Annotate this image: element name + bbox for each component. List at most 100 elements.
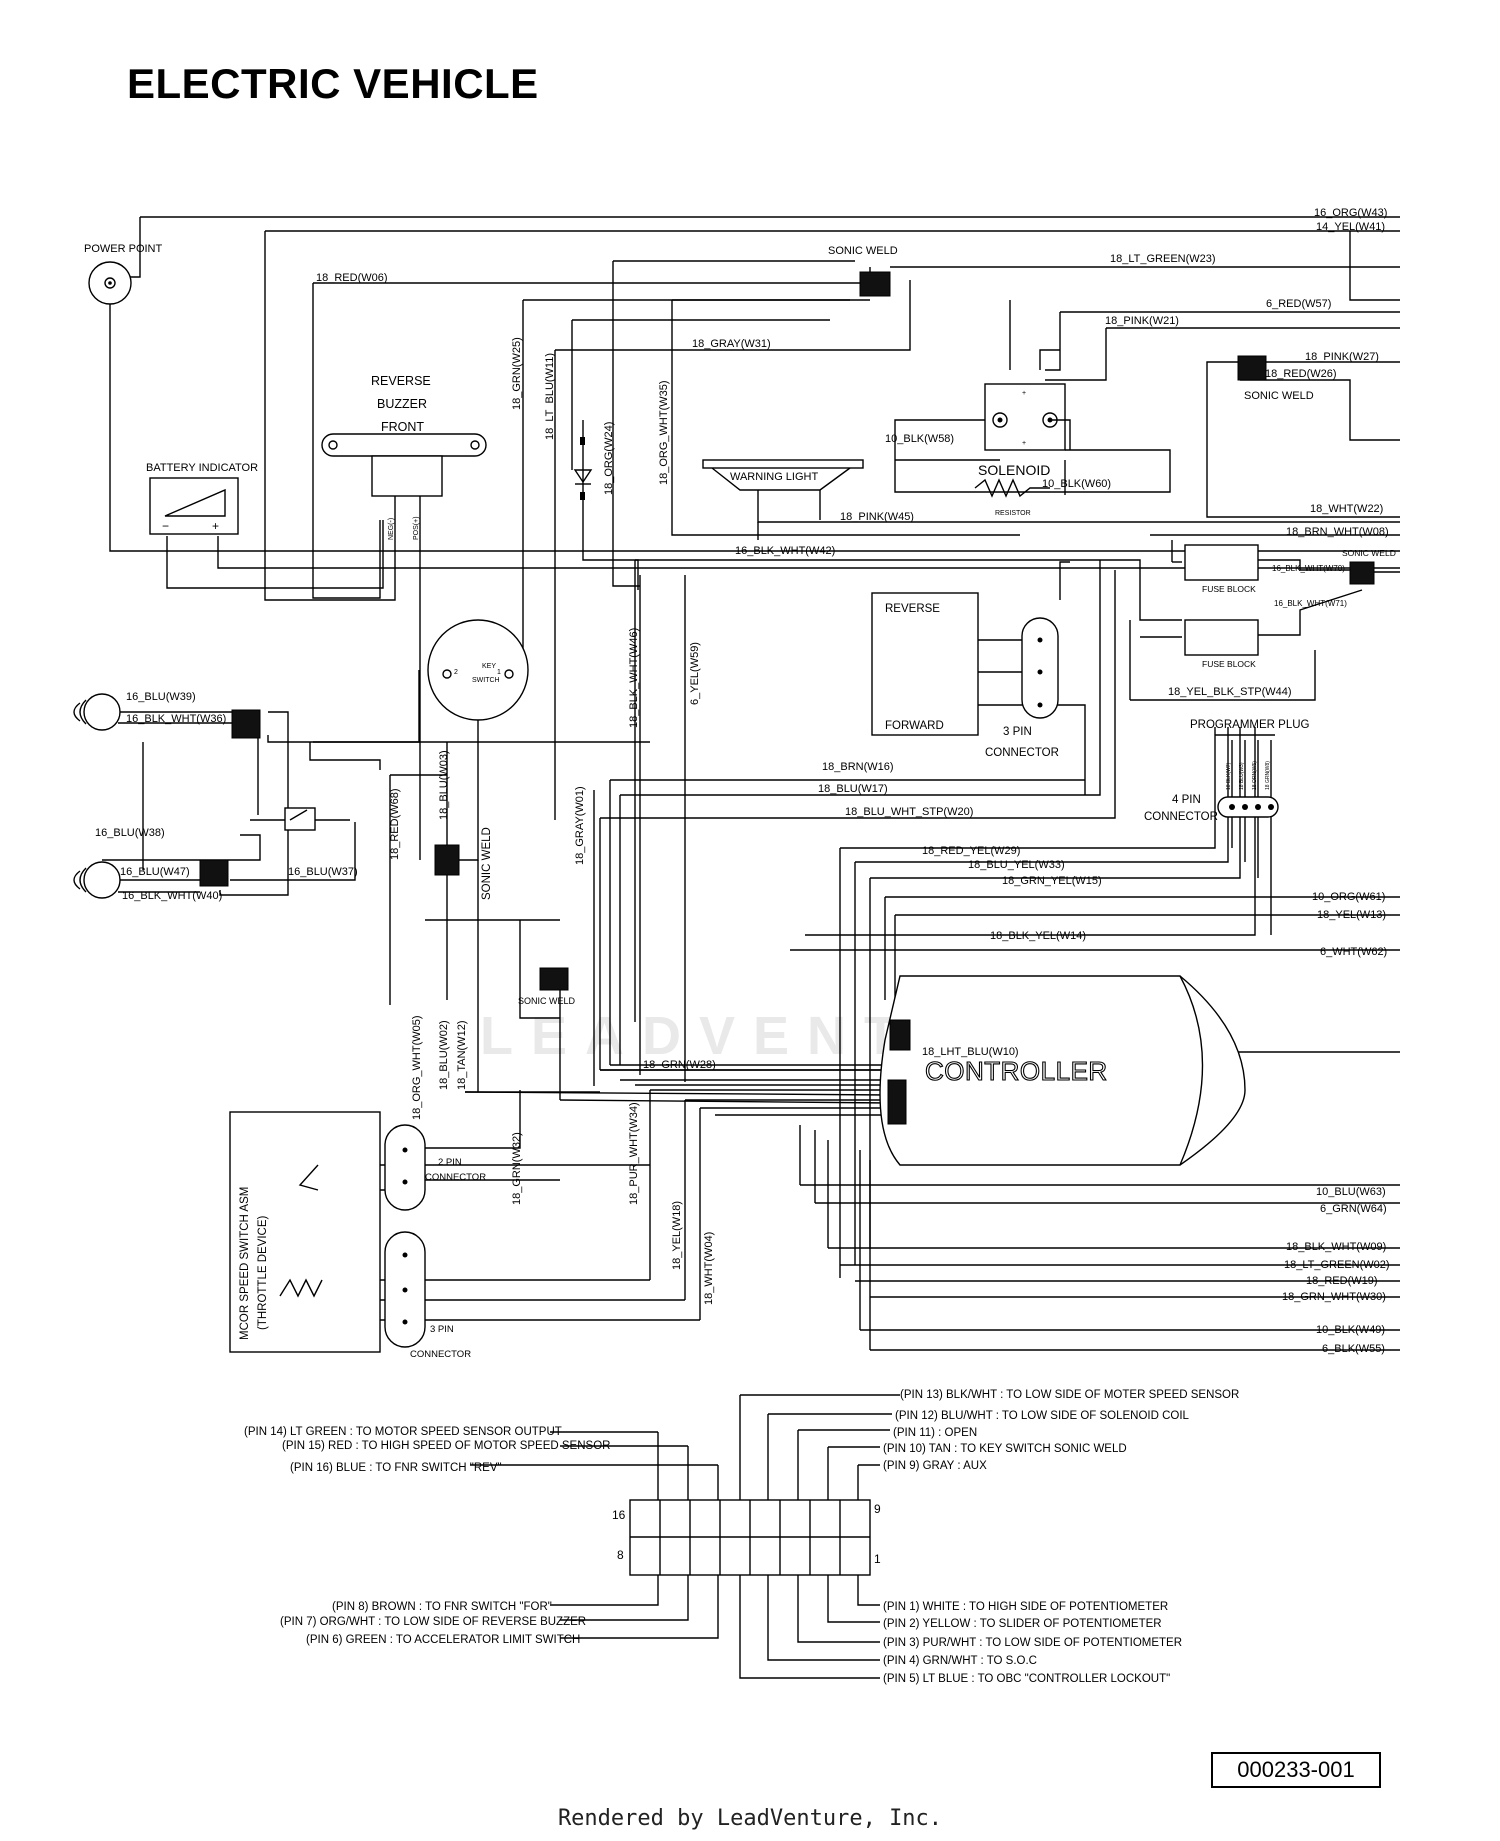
wire-label-w28: 18_GRN(W28): [643, 1059, 716, 1071]
pinout-pin-9: (PIN 9) GRAY : AUX: [883, 1460, 987, 1472]
wire-label-w05: 18_ORG_WHT(W05): [411, 1015, 423, 1120]
wire-label-w19: 18_RED(W19): [1306, 1275, 1378, 1287]
fuse-blocks: FUSE BLOCK FUSE BLOCK SONIC WELD: [1184, 544, 1396, 669]
render-credit: Rendered by LeadVenture, Inc.: [557, 1806, 943, 1831]
wire-label-w14: 18_BLK_YEL(W14): [990, 930, 1086, 942]
wire-label-w15: 18_GRN_YEL(W15): [1002, 875, 1102, 887]
buzzer-label-front: FRONT: [381, 420, 424, 434]
controller: CONTROLLER: [879, 975, 1246, 1166]
key-switch: 2 1 KEY SWITCH: [427, 619, 529, 721]
warning-light-label: WARNING LIGHT: [730, 471, 818, 483]
wire-label-w02: 18_BLU(W02): [438, 1020, 450, 1090]
fnr-reverse-label: REVERSE: [885, 603, 940, 615]
wire-label-w38: 16_BLU(W38): [95, 827, 165, 839]
wire-label-w03: 18_BLU(W03): [438, 750, 450, 820]
four-pin-label-1: 4 PIN: [1172, 794, 1201, 806]
wire-label-w08: 18_BRN_WHT(W08): [1286, 526, 1389, 538]
wire-label-w59: 6_YEL(W59): [689, 642, 701, 705]
wire-labels: 16_ORG(W43) 14_YEL(W41) 18_RED(W06) 18_L…: [95, 207, 1390, 1355]
sonic-weld-top-label: SONIC WELD: [828, 245, 898, 257]
pin-number-8: 8: [617, 1548, 624, 1562]
programmer-plug: PROGRAMMER PLUG 18 BLK(W7) 18 BLU(W3) 18…: [1144, 719, 1310, 935]
fnr-forward-label: FORWARD: [885, 720, 944, 732]
sonic-weld-lower: SONIC WELD: [518, 967, 576, 1006]
wire-label-w31: 18_GRAY(W31): [692, 338, 771, 350]
wire-label-w58: 10_BLK(W58): [885, 433, 954, 445]
wire-label-w45: 18_PINK(W45): [840, 511, 914, 523]
buzzer-pos-label: POS(+): [413, 516, 420, 540]
programmer-pin-3: 18 ORN(W5): [1252, 761, 1258, 790]
wire-label-w55: 6_BLK(W55): [1322, 1343, 1385, 1355]
pinout-pin-6: (PIN 6) GREEN : TO ACCELERATOR LIMIT SWI…: [306, 1634, 580, 1646]
key-switch-label-switch: SWITCH: [472, 677, 500, 684]
fnr-connector-label-2: CONNECTOR: [985, 747, 1059, 759]
wire-label-w32: 18_GRN(W32): [511, 1132, 523, 1205]
battery-indicator: BATTERY INDICATOR − +: [146, 462, 1400, 589]
fuse-block-2-label: FUSE BLOCK: [1202, 659, 1256, 669]
wire-label-w57: 6_RED(W57): [1266, 298, 1331, 310]
battery-indicator-label: BATTERY INDICATOR: [146, 462, 258, 474]
wire-label-w70: 16_BLK_WHT(W70): [1272, 564, 1345, 573]
headlight-upper: [73, 693, 261, 739]
wire-label-w11: 18_LT_BLU(W11): [544, 353, 556, 440]
pinout-pin-12: (PIN 12) BLU/WHT : TO LOW SIDE OF SOLENO…: [895, 1410, 1190, 1422]
warning-light: WARNING LIGHT: [702, 459, 864, 491]
wire-label-w37: 16_BLU(W37): [288, 866, 358, 878]
wire-label-w44: 18_YEL_BLK_STP(W44): [1168, 686, 1292, 698]
sonic-weld-right-label: SONIC WELD: [1244, 390, 1314, 402]
fuse-block-1-label: FUSE BLOCK: [1202, 584, 1256, 594]
power-point: POWER POINT: [84, 243, 163, 305]
resistor-label: RESISTOR: [995, 510, 1031, 517]
sonic-weld-fuse-label: SONIC WELD: [1342, 548, 1396, 558]
battery-minus-label: −: [162, 519, 169, 533]
wire-label-w60: 10_BLK(W60): [1042, 478, 1111, 490]
wire-label-w29: 18_RED_YEL(W29): [922, 845, 1020, 857]
reverse-buzzer: REVERSE BUZZER FRONT NEG(-) POS(+): [264, 231, 487, 860]
wire-label-w21: 18_PINK(W21): [1105, 315, 1179, 327]
part-number: 000233-001: [1211, 1752, 1381, 1788]
pinout-pin-1: (PIN 1) WHITE : TO HIGH SIDE OF POTENTIO…: [883, 1601, 1168, 1613]
pinout-pin-11: (PIN 11) : OPEN: [893, 1427, 977, 1439]
wire-label-w20: 18_BLU_WHT_STP(W20): [845, 806, 973, 818]
wire-label-w34: 18_PUR_WHT(W34): [628, 1102, 640, 1205]
sonic-weld-middle: SONIC WELD: [434, 827, 493, 900]
diode: [573, 437, 593, 500]
wire-label-w62: 6_WHT(W62): [1320, 946, 1387, 958]
wire-label-w36: 16_BLK_WHT(W36): [126, 713, 226, 725]
buzzer-label-reverse: REVERSE: [371, 374, 431, 388]
wire-label-w49: 10_BLK(W49): [1316, 1324, 1385, 1336]
sonic-weld-top: SONIC WELD: [828, 245, 898, 297]
throttle-3pin-label-2: CONNECTOR: [410, 1349, 471, 1360]
wire-label-w04: 18_WHT(W04): [703, 1232, 715, 1305]
wire-network: [102, 216, 1400, 1679]
fnr-switch: REVERSE FORWARD 3 PIN CONNECTOR: [871, 592, 1059, 759]
wire-label-w35: 18_ORG_WHT(W35): [658, 380, 670, 485]
wire-label-w71: 16_BLK_WHT(W71): [1274, 599, 1347, 608]
key-switch-pin-1: 1: [497, 669, 501, 676]
wire-label-w23: 18_LT_GREEN(W23): [1110, 253, 1216, 265]
solenoid-plus-mark: +: [1022, 390, 1026, 397]
pinout-pin-5: (PIN 5) LT BLUE : TO OBC "CONTROLLER LOC…: [883, 1673, 1170, 1685]
pinout-pin-3: (PIN 3) PUR/WHT : TO LOW SIDE OF POTENTI…: [883, 1637, 1182, 1649]
wire-label-w61: 10_ORG(W61): [1312, 891, 1385, 903]
throttle-device: MCOR SPEED SWITCH ASM (THROTTLE DEVICE) …: [229, 1111, 486, 1360]
power-point-label: POWER POINT: [84, 243, 163, 255]
wire-label-w47: 16_BLU(W47): [120, 866, 190, 878]
pinout-pin-16: (PIN 16) BLUE : TO FNR SWITCH "REV": [290, 1462, 502, 1474]
wire-label-w42: 16_BLK_WHT(W42): [735, 545, 835, 557]
wire-label-w22: 18_WHT(W22): [1310, 503, 1383, 515]
pin-number-16: 16: [612, 1508, 626, 1522]
pin-number-1: 1: [874, 1552, 881, 1566]
throttle-3pin-label-1: 3 PIN: [430, 1324, 454, 1335]
wire-label-w16: 18_BRN(W16): [822, 761, 894, 773]
controller-pinout-block: 16 8 9 1: [612, 1499, 881, 1576]
key-switch-pin-2: 2: [454, 669, 458, 676]
sonic-weld-lower-label: SONIC WELD: [518, 996, 576, 1006]
pinout-pin-13: (PIN 13) BLK/WHT : TO LOW SIDE OF MOTER …: [900, 1389, 1239, 1401]
wire-label-w17: 18_BLU(W17): [818, 783, 888, 795]
solenoid: + + SOLENOID RESISTOR: [974, 383, 1071, 517]
inline-switch: [284, 807, 316, 831]
speed-switch-label-1: MCOR SPEED SWITCH ASM: [239, 1187, 251, 1340]
